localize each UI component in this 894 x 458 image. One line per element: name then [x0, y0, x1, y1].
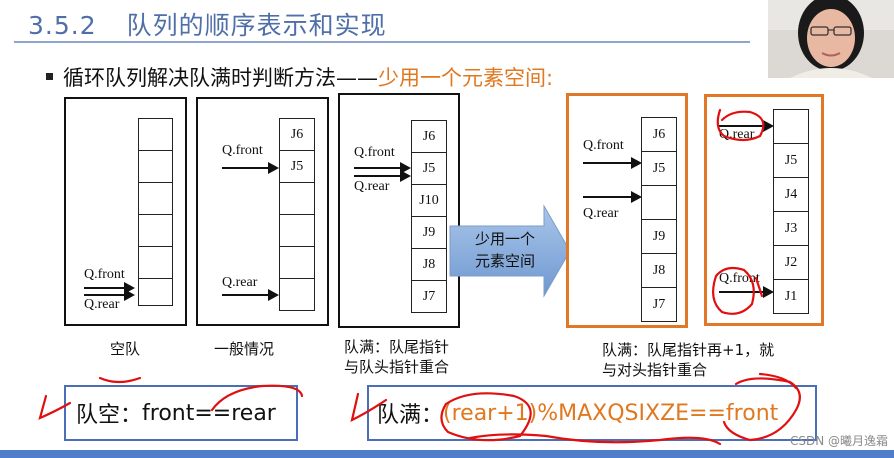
watermark: CSDN @曦月逸霜: [789, 434, 888, 448]
queue-cell: [138, 278, 173, 306]
queue-cell: J8: [641, 253, 677, 288]
queue-cell: J4: [773, 177, 809, 212]
front-pointer-label: Q.front: [84, 267, 125, 282]
front-pointer-label: Q.front: [222, 143, 263, 158]
page-title: 3.5.2 队列的顺序表示和实现: [28, 6, 387, 42]
queue-cell: [279, 214, 315, 247]
rear-pointer-label: Q.rear: [222, 275, 258, 290]
section-title: 队列的顺序表示和实现: [126, 11, 387, 40]
front-arrow-icon: [84, 282, 135, 294]
caption-empty: 空队: [110, 340, 141, 358]
rear-pointer-label: Q.rear: [84, 297, 120, 312]
queue-cell: J5: [411, 152, 447, 185]
caption-general: 一般情况: [214, 340, 275, 358]
rear-arrow-icon: [583, 191, 642, 203]
caption-reserved: 队满：队尾指针再+1，就与对头指针重合: [602, 340, 774, 380]
caption-reserved-line2: 与对头指针重合: [602, 361, 708, 379]
bottom-bar: [0, 450, 894, 458]
queue-cell: J8: [411, 248, 447, 281]
transition-arrow-icon: [449, 204, 571, 298]
bullet-square-icon: [46, 72, 53, 80]
queue-cell: J5: [773, 143, 809, 178]
queue-cell: [138, 246, 173, 279]
bullet-prefix: 循环队列解决队满时判断方法——: [63, 66, 378, 90]
front-arrow-icon: [354, 162, 411, 174]
presenter-image: [768, 0, 894, 78]
queue-cell: [138, 214, 173, 247]
queue-cell: J2: [773, 245, 809, 280]
front-pointer-label: Q.front: [354, 145, 395, 160]
rear-pointer-label: Q.rear: [583, 206, 619, 221]
bullet-heading: 循环队列解决队满时判断方法——少用一个元素空间:: [46, 62, 553, 92]
caption-reserved-line1: 队满：队尾指针再+1，就: [602, 341, 775, 359]
queue-cell: J6: [641, 117, 677, 152]
queue-cell: [138, 118, 173, 151]
rear-arrow-icon: [84, 289, 135, 301]
front-pointer-label: Q.front: [583, 138, 624, 153]
queue-cell: [279, 278, 315, 311]
queue-cell: J7: [641, 287, 677, 322]
front-arrow-icon: [583, 157, 642, 169]
rear-arrow-icon: [222, 289, 279, 301]
transition-label: 少用一个元素空间: [460, 228, 550, 272]
panel-full: J6 J5 J10 J9 J8 J7 Q.front Q.rear: [338, 93, 460, 328]
rear-pointer-label: Q.rear: [719, 127, 755, 142]
queue-cell: J5: [641, 151, 677, 186]
queue-cell: J9: [641, 219, 677, 254]
presenter-webcam: [768, 0, 894, 78]
transition-line1: 少用一个: [474, 230, 535, 248]
queue-cell: J6: [411, 120, 447, 153]
formula-full-label: 队满：: [377, 403, 444, 428]
queue-cell: J6: [279, 118, 315, 151]
queue-cell: [279, 182, 315, 215]
front-pointer-label: Q.front: [719, 271, 760, 286]
formula-empty-label: 队空：: [76, 403, 143, 428]
formula-empty-box: 队空：front==rear: [64, 385, 298, 441]
panel-reserved-slot: J6 J5 J9 J8 J7 Q.front Q.rear: [566, 93, 688, 328]
queue-cell: [641, 185, 677, 220]
caption-full-line2: 与队头指针重合: [344, 358, 450, 376]
rear-pointer-label: Q.rear: [354, 179, 390, 194]
panel-general: J6 J5 Q.front Q.rear: [196, 97, 329, 326]
panel-empty-queue: Q.front Q.rear: [64, 97, 187, 326]
queue-cell: [773, 109, 809, 144]
transition-line2: 元素空间: [474, 252, 535, 270]
queue-cell: J1: [773, 279, 809, 314]
queue-cell: J3: [773, 211, 809, 246]
rear-arrow-icon: [719, 120, 774, 132]
queue-cell: J7: [411, 280, 447, 313]
queue-cell: J9: [411, 216, 447, 249]
annotation-stroke: [98, 376, 142, 384]
front-arrow-icon: [222, 162, 279, 174]
bullet-highlight: 少用一个元素空间:: [378, 66, 554, 90]
panel-reserved-rotated: J5 J4 J3 J2 J1 Q.rear Q.front: [704, 94, 824, 326]
queue-cell: [138, 150, 173, 183]
caption-full-line1: 队满：队尾指针: [344, 338, 450, 356]
title-divider: [14, 41, 750, 43]
queue-cell: J5: [279, 150, 315, 183]
section-number: 3.5.2: [28, 11, 97, 40]
queue-cell: J10: [411, 184, 447, 217]
formula-empty-expr: front==rear: [142, 400, 276, 426]
queue-cell: [279, 246, 315, 279]
queue-cell: [138, 182, 173, 215]
formula-full-box: 队满：(rear+1)%MAXQSIXZE==front: [367, 385, 817, 441]
front-arrow-icon: [719, 286, 774, 298]
caption-full: 队满：队尾指针与队头指针重合: [344, 337, 449, 377]
formula-full-expr: (rear+1)%MAXQSIXZE==front: [443, 400, 779, 426]
rear-arrow-icon: [354, 170, 411, 182]
